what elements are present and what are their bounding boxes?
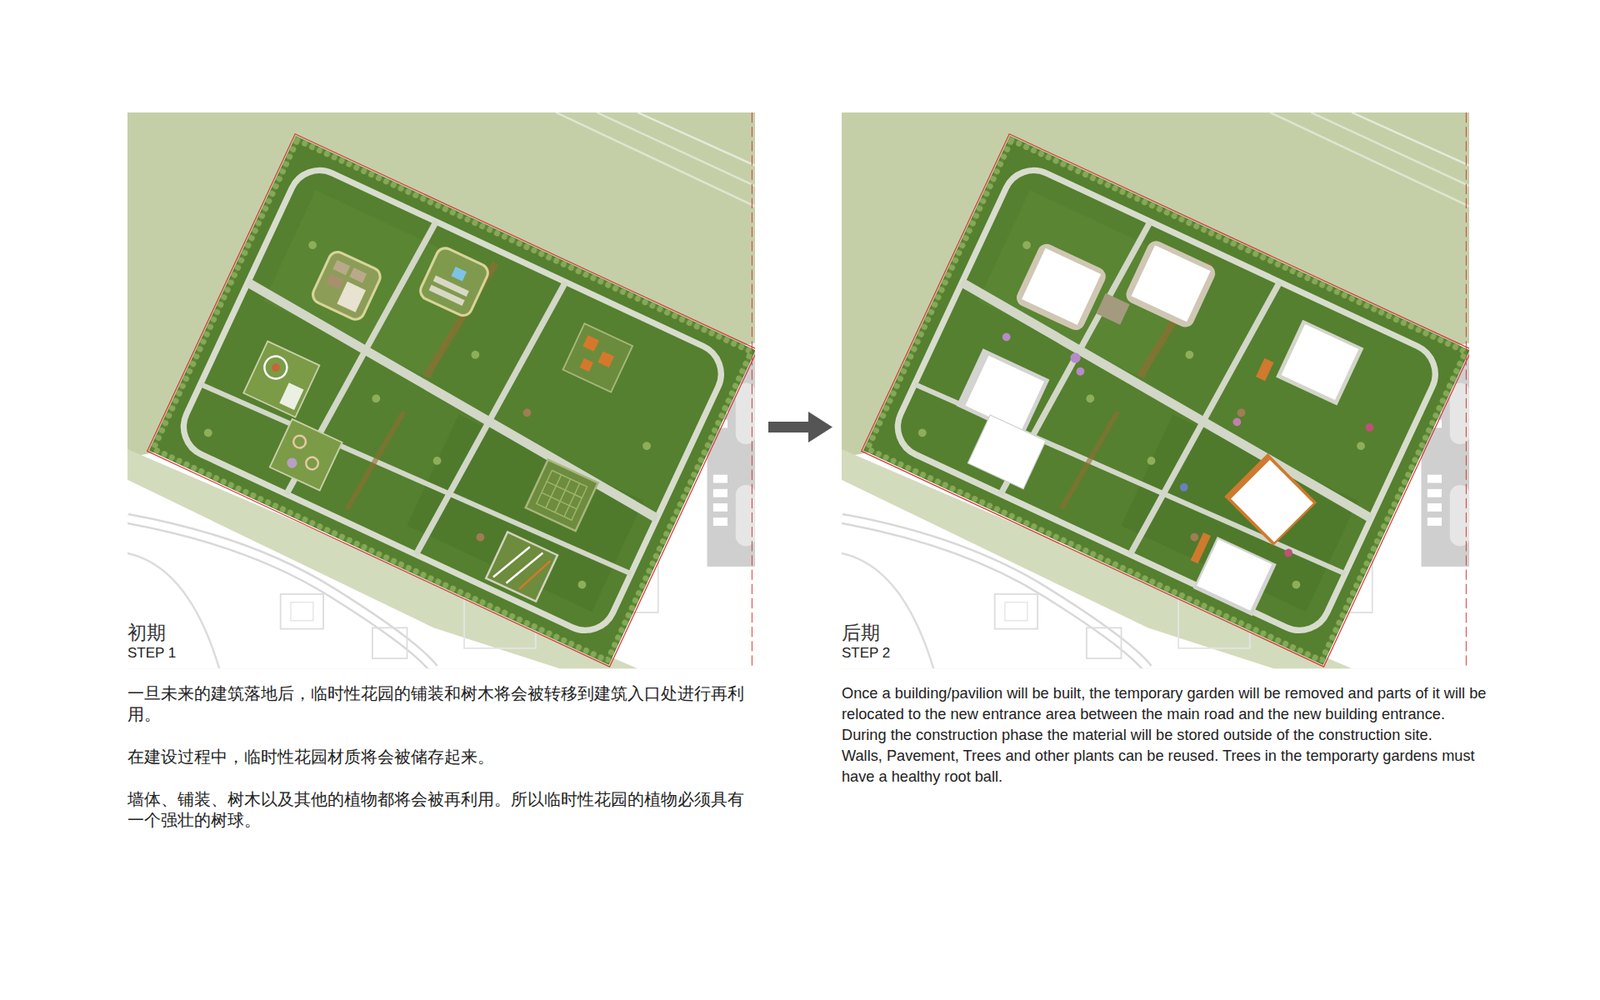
description-text: 墙体、铺装、树木以及其他的植物都将会被再利用。所以临时性花园的植物必须具有一个强… — [127, 789, 745, 831]
stage-heading: 初期 — [127, 620, 378, 645]
step-label: STEP 2 — [841, 644, 1092, 662]
step-label: STEP 1 — [127, 644, 378, 662]
text-block: 初期STEP 1 — [127, 620, 378, 662]
text-block: Once a building/pavilion will be built, … — [841, 683, 1488, 788]
text-block: 后期STEP 2 — [841, 620, 1092, 662]
description-text: During the construction phase the materi… — [841, 725, 1488, 746]
description-text: Once a building/pavilion will be built, … — [841, 683, 1488, 725]
later-plan — [841, 112, 1478, 685]
transition-arrow — [768, 411, 833, 443]
description-text: 在建设过程中，临时性花园材质将会被储存起来。 — [127, 746, 745, 768]
text-block: 一旦未来的建筑落地后，临时性花园的铺装和树木将会被转移到建筑入口处进行再利用。在… — [127, 683, 745, 831]
initial-plan — [127, 112, 764, 685]
stage-heading: 后期 — [841, 620, 1092, 645]
description-text: 一旦未来的建筑落地后，临时性花园的铺装和树木将会被转移到建筑入口处进行再利用。 — [127, 683, 745, 725]
description-text: Walls, Pavement, Trees and other plants … — [841, 745, 1488, 788]
